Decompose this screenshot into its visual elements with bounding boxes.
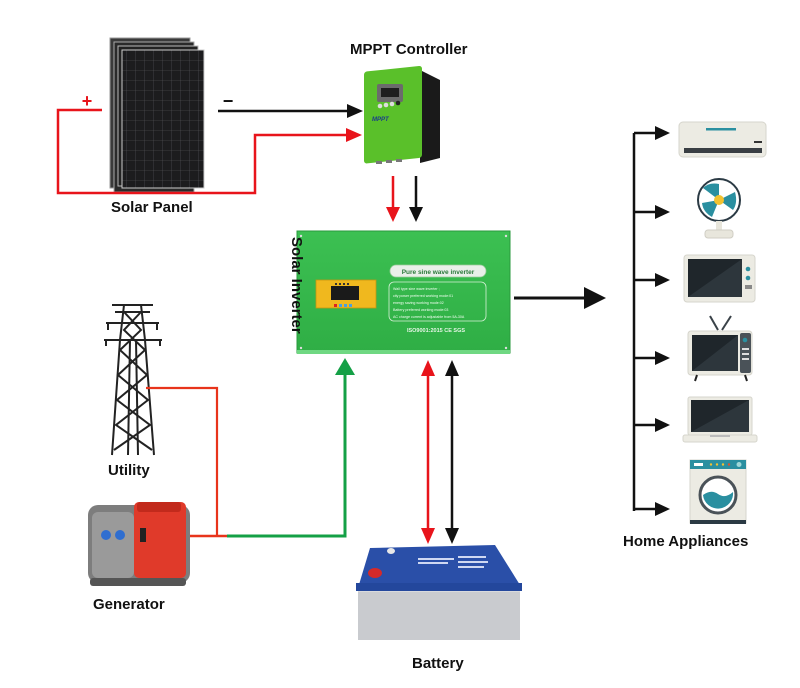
utility-label: Utility [108,462,150,479]
television-icon [687,315,753,382]
microwave-icon [683,254,756,303]
inverter-certification: ISO9001:2015 CE SGS [407,328,465,334]
fan-icon [697,178,741,239]
inverter-feature: energy saving working mode:02 [393,301,444,305]
solar-positive-wire [56,108,362,195]
utility-tower-icon [104,304,162,456]
solar-panel-label: Solar Panel [111,199,193,216]
battery-arrows [421,360,459,544]
laptop-icon [682,396,758,443]
ac-input-arrow [227,358,355,538]
battery-label: Battery [412,655,464,672]
bus-branch-arrow [634,418,670,432]
solar-negative-wire [218,104,363,118]
generator-icon [88,502,190,586]
solar-panel-icon [109,37,205,193]
solar-inverter-icon: Pure sine wave inverter Wall type sine w… [296,230,511,354]
bus-branch-arrow [634,273,670,287]
negative-terminal-label: − [223,91,234,111]
bus-branch-arrow [634,502,670,516]
mppt-controller-icon: MPPT [364,65,440,164]
solar-inverter-label: Solar Inverter [288,237,305,334]
inverter-badge: Pure sine wave inverter [402,269,475,276]
inverter-feature: Wall type sine wave inverter ; [393,287,440,291]
generator-label: Generator [93,596,165,613]
inverter-feature: Battery preferred working mode:03 [393,308,448,312]
inverter-feature: city power preferred working mode:01 [393,294,453,298]
mppt-controller-label: MPPT Controller [350,41,468,58]
washing-machine-icon [689,459,747,524]
battery-icon [356,545,522,640]
controller-to-inverter-positive-arrow [386,176,400,222]
utility-wire [146,386,219,536]
inverter-feature: AC charge current is adjustable from 5A-… [393,315,465,319]
inverter-output-arrow [514,287,606,309]
bus-branch-arrow [634,126,670,140]
appliance-bus [632,126,670,516]
mppt-brand: MPPT [372,117,390,123]
home-appliances-label: Home Appliances [623,533,749,550]
controller-to-inverter-negative-arrow [409,176,423,222]
bus-branch-arrow [634,205,670,219]
positive-terminal-label: + [82,91,93,111]
bus-branch-arrow [634,351,670,365]
air-conditioner-icon [678,121,767,158]
